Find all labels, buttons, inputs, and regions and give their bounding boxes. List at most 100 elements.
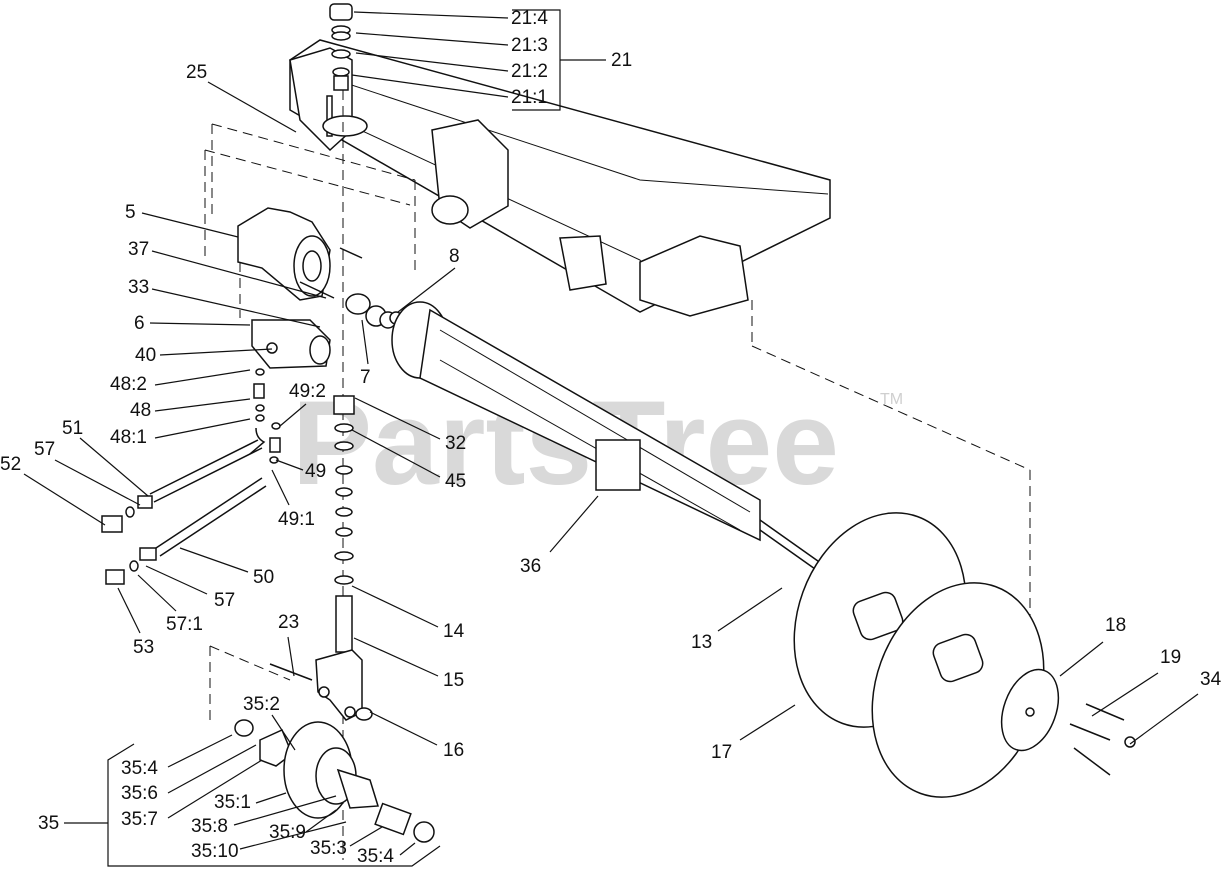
leader-line-5: [141, 212, 239, 238]
caster-fork-15: [315, 595, 373, 721]
leader-line-35-1: [255, 792, 287, 804]
callout-label-21: 21: [611, 50, 632, 71]
callout-label-33: 33: [128, 277, 149, 298]
callout-label-14: 14: [443, 621, 465, 642]
leader-line-16: [369, 711, 438, 746]
callout-label-32: 32: [445, 433, 466, 454]
alignment-lines: [204, 90, 1031, 860]
leader-line-57a: [54, 459, 141, 506]
leader-line-18: [1059, 641, 1104, 677]
disc-17: [793, 512, 1045, 798]
leader-line-35-10: [239, 821, 347, 850]
leader-line-52: [23, 473, 106, 526]
leader-line-57-1: [137, 574, 177, 612]
callout-label-35: 35: [38, 813, 59, 834]
callout-label-37: 37: [128, 239, 149, 260]
leader-line-13: [717, 587, 783, 632]
leader-line-49-2: [279, 403, 307, 427]
leader-line-23: [287, 636, 295, 677]
callout-label-57b: 57: [214, 590, 235, 611]
callout-label-21-4: 21:4: [511, 8, 548, 29]
callout-label-49-1: 49:1: [278, 509, 315, 530]
callout-label-51: 51: [62, 418, 83, 439]
callout-label-35-10: 35:10: [191, 841, 239, 862]
callout-label-13: 13: [691, 632, 712, 653]
hose-50: [105, 477, 267, 585]
leader-line-35-7: [167, 759, 263, 819]
leader-line-51: [79, 437, 149, 497]
hose-51: [101, 439, 263, 533]
watermark-trademark: TM: [880, 391, 903, 408]
callout-label-35-7: 35:7: [121, 809, 158, 830]
leader-line-17: [739, 704, 796, 741]
leader-line-34: [1129, 693, 1199, 745]
universal-joint-7-8: [345, 293, 403, 329]
cap-assembly-21: [322, 3, 368, 137]
callout-label-35-4a: 35:4: [121, 758, 158, 779]
callout-label-35-2: 35:2: [243, 694, 280, 715]
hydraulic-motor-6: [251, 319, 331, 369]
leader-line-53: [117, 587, 141, 634]
callout-label-16: 16: [443, 740, 464, 761]
leader-line-49-1: [271, 469, 290, 506]
bolt-37: [299, 247, 363, 299]
leader-line-35-4b: [399, 842, 416, 856]
callout-label-7: 7: [360, 367, 371, 388]
leader-line-32: [354, 397, 441, 440]
leader-line-35-3: [349, 826, 383, 847]
leader-line-21-1: [351, 74, 509, 98]
callout-label-25: 25: [186, 62, 207, 83]
leader-line-37: [151, 250, 327, 299]
leader-line-21-3: [355, 32, 509, 46]
callout-label-49-2: 49:2: [289, 381, 326, 402]
callout-label-8: 8: [449, 246, 460, 267]
leader-line-50: [179, 547, 249, 573]
callout-label-34: 34: [1200, 669, 1222, 690]
callout-label-48-2: 48:2: [110, 374, 147, 395]
callout-label-45: 45: [445, 471, 466, 492]
callout-label-23: 23: [278, 612, 299, 633]
leader-line-48-1: [154, 418, 251, 439]
callout-label-21-1: 21:1: [511, 87, 548, 108]
callout-label-48-1: 48:1: [110, 427, 147, 448]
leader-line-7: [361, 319, 369, 365]
leader-line-35-6: [167, 744, 257, 794]
leader-line-8: [397, 267, 456, 313]
callout-label-53: 53: [133, 637, 154, 658]
leader-line-21-2: [355, 52, 509, 72]
leader-line-48-2: [154, 369, 251, 386]
callout-label-36: 36: [520, 556, 541, 577]
callout-label-5: 5: [125, 202, 136, 223]
leader-line-36: [549, 495, 599, 553]
leader-line-45: [351, 429, 441, 478]
bolt-23: [269, 663, 313, 681]
callout-label-17: 17: [711, 742, 732, 763]
callout-label-15: 15: [443, 670, 464, 691]
leader-line-19: [1091, 672, 1159, 717]
callout-label-35-8: 35:8: [191, 816, 228, 837]
callout-label-35-6: 35:6: [121, 783, 158, 804]
leader-line-6: [149, 322, 251, 326]
callout-label-6: 6: [134, 313, 145, 334]
callout-label-52: 52: [0, 454, 21, 475]
bracket-35: [107, 743, 441, 867]
leader-line-15: [353, 637, 439, 677]
bolts-19-34: [1069, 703, 1136, 776]
spacer-stack: [333, 395, 355, 585]
leader-line-35-2: [271, 714, 296, 751]
leader-line-33: [151, 288, 321, 328]
callout-label-40: 40: [135, 345, 156, 366]
leader-line-48: [154, 398, 251, 412]
leader-line-40: [159, 348, 273, 356]
callout-label-35-9: 35:9: [269, 822, 306, 843]
callout-label-35-4b: 35:4: [357, 846, 394, 867]
leader-line-25: [207, 81, 297, 133]
callout-label-21-3: 21:3: [511, 35, 548, 56]
callout-label-18: 18: [1105, 615, 1126, 636]
leader-line-49: [275, 459, 304, 471]
callout-label-57a: 57: [34, 439, 55, 460]
leader-line-35-8: [233, 795, 337, 826]
callout-label-57-1: 57:1: [166, 614, 203, 635]
